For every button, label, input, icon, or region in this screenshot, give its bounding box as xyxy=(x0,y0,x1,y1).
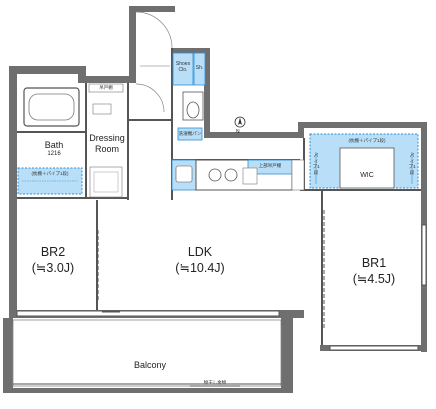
dressing-line2: Room xyxy=(94,144,119,155)
shoe-closet-line1: Shoes xyxy=(175,61,191,67)
dressing-room-label: Dressing Room xyxy=(84,133,130,156)
wic-label: WIC xyxy=(360,172,374,179)
kitchen-counter xyxy=(171,159,293,191)
ldk-size: (≒10.4J) xyxy=(175,260,225,275)
br1-name: BR1 xyxy=(361,256,387,270)
compass-label: N xyxy=(236,129,240,135)
bath-name: Bath xyxy=(44,140,64,150)
balcony-corner-left xyxy=(6,318,13,326)
br2-label: BR2 (≒3.0J) xyxy=(22,245,84,276)
br1-left-pipe-note: パイプ1段 xyxy=(312,153,320,175)
balcony-note: 物干し金物 xyxy=(203,380,227,385)
balcony-corner-right xyxy=(281,318,290,326)
bath-label: Bath 1216 xyxy=(40,140,68,159)
br2-name: BR2 xyxy=(40,245,66,259)
bath-shelf-note: (枕棚＋パイプ1段) xyxy=(31,171,69,176)
br1-size: (≒4.5J) xyxy=(352,271,396,286)
shoe-closet-line2: Clo. xyxy=(178,66,188,73)
compass-north-icon xyxy=(234,116,246,128)
balcony-floor xyxy=(12,319,282,387)
br1-closet xyxy=(309,133,419,189)
upper-cabinet-note: 吊戸棚 xyxy=(99,85,113,90)
balcony-label: Balcony xyxy=(120,360,180,371)
vanity xyxy=(92,103,112,115)
sliding-doors xyxy=(97,210,325,330)
bath-storage xyxy=(17,167,83,195)
wm-pan-note: 洗濯機パン xyxy=(178,131,202,136)
bathtub xyxy=(23,87,80,127)
br1-right-pipe-note: パイプ1段 xyxy=(408,153,416,175)
ldk-label: LDK (≒10.4J) xyxy=(160,245,240,276)
washer-inner xyxy=(93,171,119,193)
dressing-shelf xyxy=(88,83,124,93)
toilet xyxy=(177,91,204,141)
fridge-space xyxy=(291,159,305,191)
shoe-closet-label: Shoes Clo. xyxy=(173,61,193,73)
br2-size: (≒3.0J) xyxy=(31,260,75,275)
balcony-name: Balcony xyxy=(133,360,167,370)
shoe-closet xyxy=(172,52,206,86)
windows xyxy=(16,224,427,351)
ldk-name: LDK xyxy=(187,245,213,259)
bath-size: 1216 xyxy=(47,151,61,158)
kitchen-cabinet-note: 上部吊戸棚 xyxy=(258,163,282,168)
dressing-line1: Dressing xyxy=(89,133,125,143)
br1-shelf-note: (枕棚＋パイプ1段) xyxy=(348,138,386,143)
shower-label: Sh. xyxy=(195,65,204,71)
br1-label: BR1 (≒4.5J) xyxy=(340,256,408,287)
entry-door-swing xyxy=(135,11,173,49)
door-swing-inner xyxy=(135,83,165,113)
